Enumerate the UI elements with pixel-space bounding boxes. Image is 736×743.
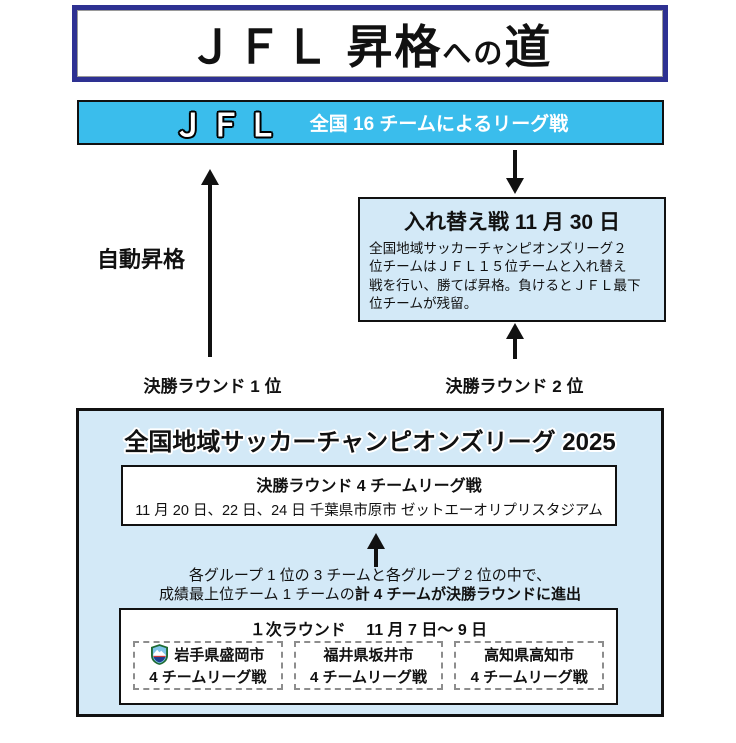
club-emblem-icon [151,644,169,665]
group-box-morioka: 岩手県盛岡市 4 チームリーグ戦 [133,641,283,690]
playoff-description: 全国地域サッカーチャンピオンズリーグ２ 位チームはＪＦＬ１５位チームと入れ替え … [369,241,641,312]
arrow-shaft [513,150,517,178]
final-round-schedule: 11 月 20 日、22 日、24 日 千葉県市原市 ゼットエーオリプリスタジア… [135,502,603,519]
arrow-head-up-icon [367,533,385,549]
group-city: 岩手県盛岡市 [174,647,265,664]
final-round-box: 決勝ラウンド 4 チームリーグ戦 11 月 20 日、22 日、24 日 千葉県… [121,465,617,526]
final-round-first-place-label: 決勝ラウンド 1 位 [143,377,282,396]
arrow-up-auto-promotion-icon [196,169,224,357]
group-city: 福井県坂井市 [323,647,414,664]
first-round-box: １次ラウンド 11 月 7 日〜 9 日 [119,608,618,705]
first-round-groups: 岩手県盛岡市 4 チームリーグ戦 福井県坂井市 4 チームリーグ戦 高知県高知市… [133,641,605,690]
arrow-up-to-final-round-icon [362,533,390,567]
group-city-row: 岩手県盛岡市 [151,644,264,665]
title-part-large2: 道 [504,20,553,73]
jfl-league-description: 全国 16 チームによるリーグ戦 [309,114,569,135]
group-box-kochi: 高知県高知市 4 チームリーグ戦 [454,641,605,690]
playoff-box: 入れ替え戦 11 月 30 日 全国地域サッカーチャンピオンズリーグ２ 位チーム… [358,197,666,322]
champions-league-box: 全国地域サッカーチャンピオンズリーグ 2025 決勝ラウンド 4 チームリーグ戦… [76,408,664,717]
final-round-format: 決勝ラウンド 4 チームリーグ戦 [256,477,482,495]
group-format: 4 チームリーグ戦 [470,669,588,686]
title-part-large1: ＪＦＬ 昇格 [187,20,443,73]
jfl-league-bar: ＪＦＬ 全国 16 チームによるリーグ戦 [77,100,664,145]
group-format: 4 チームリーグ戦 [309,669,428,686]
arrow-head-down-icon [506,178,524,194]
final-round-second-place-label: 決勝ラウンド 2 位 [445,377,584,396]
arrow-up-to-playoff-icon [501,323,529,359]
arrow-shaft [513,339,517,359]
qualification-note-line2: 成績最上位チーム 1 チームの計 4 チームが決勝ラウンドに進出 [79,583,661,604]
diagram-title-box: ＪＦＬ 昇格 への 道 [72,5,668,82]
page-title: ＪＦＬ 昇格 への 道 [188,11,553,77]
jfl-league-name: ＪＦＬ [172,108,284,143]
group-format: 4 チームリーグ戦 [149,669,267,686]
arrow-down-to-playoff-icon [501,150,529,194]
qualification-note-line1: 各グループ 1 位の 3 チームと各グループ 2 位の中で、 [188,567,552,584]
group-city-row: 高知県高知市 [484,644,574,665]
group-city-row: 福井県坂井市 [324,644,414,665]
champions-league-title: 全国地域サッカーチャンピオンズリーグ 2025 [124,429,616,456]
title-part-small: への [442,37,505,70]
arrow-shaft [208,185,212,357]
qualification-note-normal: 成績最上位チーム 1 チームの [158,586,355,603]
qualification-note-bold: 計 4 チームが決勝ラウンドに進出 [354,586,581,603]
group-box-sakai: 福井県坂井市 4 チームリーグ戦 [293,641,444,690]
first-round-title: １次ラウンド 11 月 7 日〜 9 日 [249,622,488,639]
playoff-title: 入れ替え戦 11 月 30 日 [404,211,620,234]
auto-promotion-label: 自動昇格 [96,247,185,272]
group-city: 高知県高知市 [484,647,575,664]
arrow-head-up-icon [506,323,524,339]
arrow-shaft [374,549,378,567]
arrow-head-up-icon [201,169,219,185]
